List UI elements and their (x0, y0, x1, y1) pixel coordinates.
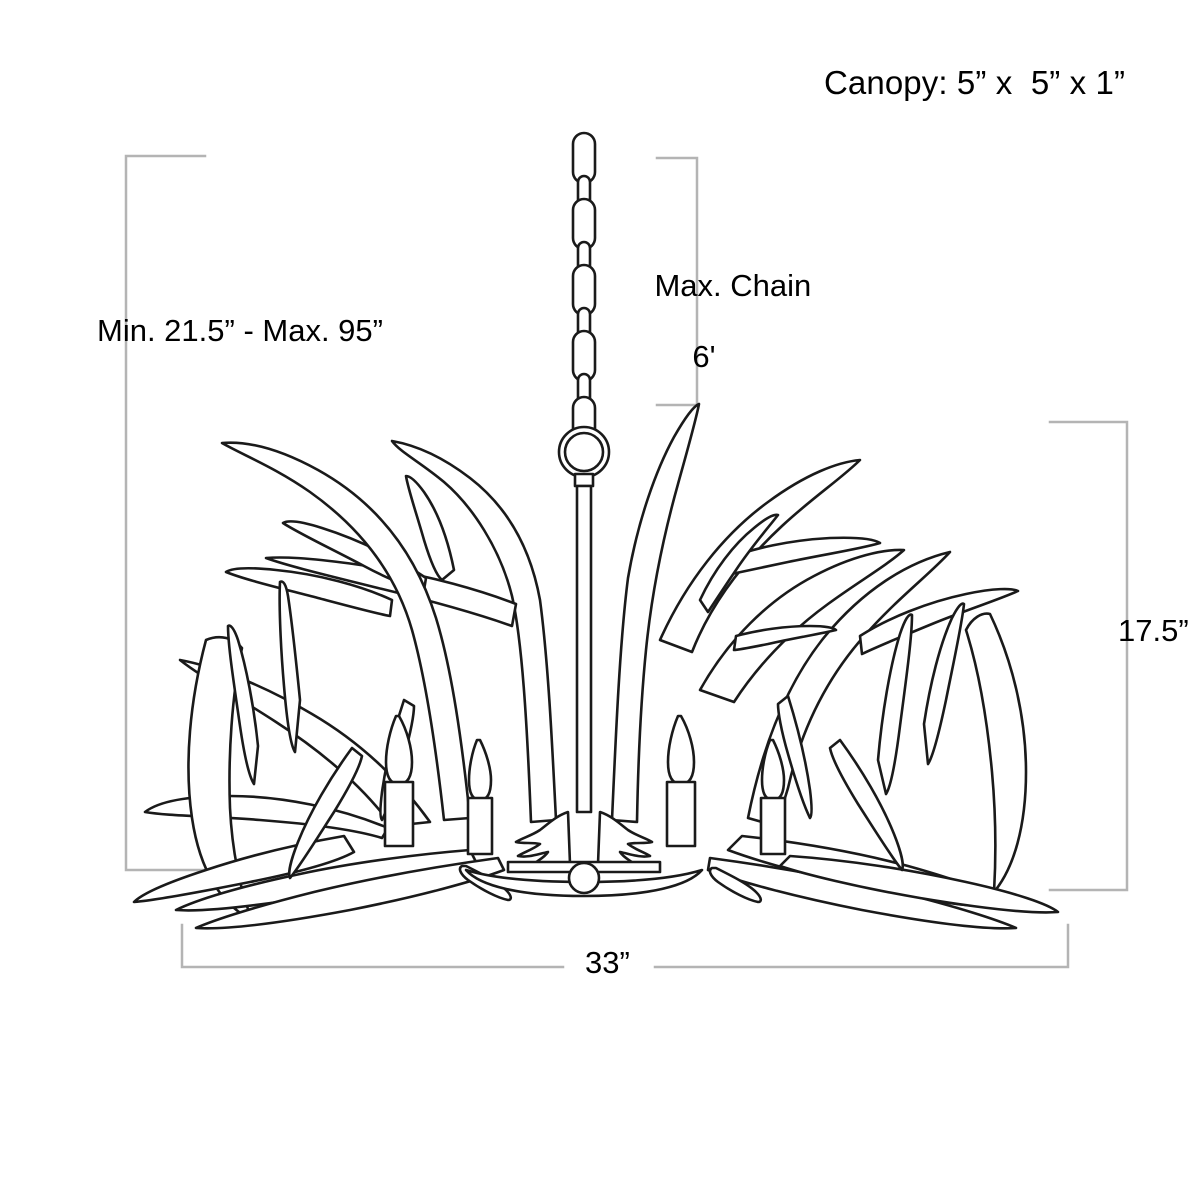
candle-2 (466, 738, 494, 856)
antler-left (132, 439, 558, 930)
overall-height-range-label: Min. 21.5” - Max. 95” (97, 313, 383, 348)
hanging-chain (571, 131, 597, 445)
max-chain-title: Max. Chain (654, 267, 812, 303)
body-height-bracket (1048, 420, 1129, 892)
chandelier-artwork (132, 131, 1060, 930)
diameter-bracket-right (653, 923, 1070, 969)
center-stem (573, 472, 595, 814)
max-chain-label: Max. Chain 6' (620, 232, 811, 446)
height-range-bracket (124, 154, 207, 872)
canopy-dimension-label: Canopy: 5” x 5” x 1” (824, 64, 1126, 101)
candle-lights (383, 714, 787, 856)
candle-1 (383, 714, 415, 848)
chain-bracket (655, 156, 699, 407)
suspension-ring (557, 425, 611, 479)
base-assembly (464, 810, 704, 898)
candle-3 (665, 714, 697, 848)
dimension-lines (124, 154, 1129, 969)
candle-4 (759, 738, 787, 856)
diameter-label: 33” (575, 945, 640, 981)
antler-right (610, 402, 1060, 930)
diameter-bracket (180, 923, 565, 969)
body-height-label: 17.5” (1118, 613, 1189, 648)
max-chain-value: 6' (692, 338, 716, 374)
